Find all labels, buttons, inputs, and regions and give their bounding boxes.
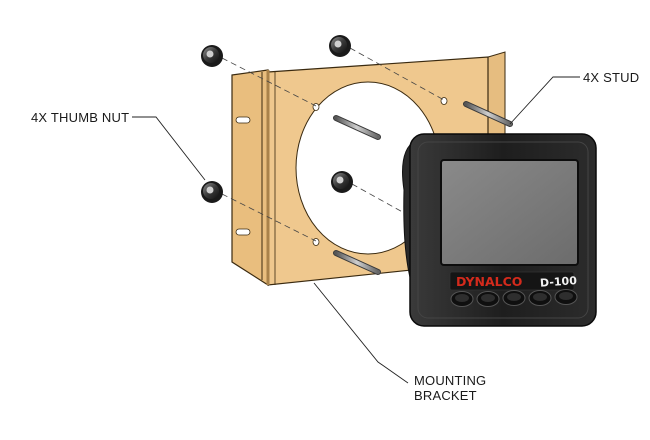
brand-label-panel [449, 271, 575, 291]
assembly-lines [221, 47, 445, 242]
bracket-slot-bottom [235, 228, 251, 236]
thumb-nut-label: 4X THUMB NUT [31, 110, 129, 125]
display-button[interactable] [528, 290, 552, 306]
bracket-leader [313, 282, 409, 384]
display-screen [440, 159, 579, 266]
bracket-left-flange [231, 69, 269, 287]
bracket-slot-top [235, 116, 251, 124]
bracket-label-line1: MOUNTING [414, 373, 486, 388]
display-button[interactable] [502, 290, 526, 306]
model-name: D-100 [540, 274, 578, 290]
thumb-nut-icon [201, 45, 223, 67]
leader-lines [132, 76, 580, 384]
thumb-nut-icon [201, 181, 223, 203]
stud-leader [509, 76, 580, 125]
brand-name: DYNALCO [456, 274, 522, 289]
display-button[interactable] [554, 289, 578, 305]
thumb-nuts [201, 35, 353, 203]
display-unit: DYNALCO D-100 [402, 133, 597, 327]
thumb-nut-icon [331, 171, 353, 193]
stud-label: 4X STUD [583, 70, 639, 85]
display-button[interactable] [450, 291, 474, 307]
studs [333, 101, 513, 275]
display-button[interactable] [476, 291, 500, 307]
thumb-nut-leader [132, 116, 206, 181]
display-buttons [450, 289, 578, 307]
thumb-nut-icon [329, 35, 351, 57]
bracket-label-line2: BRACKET [414, 388, 477, 403]
